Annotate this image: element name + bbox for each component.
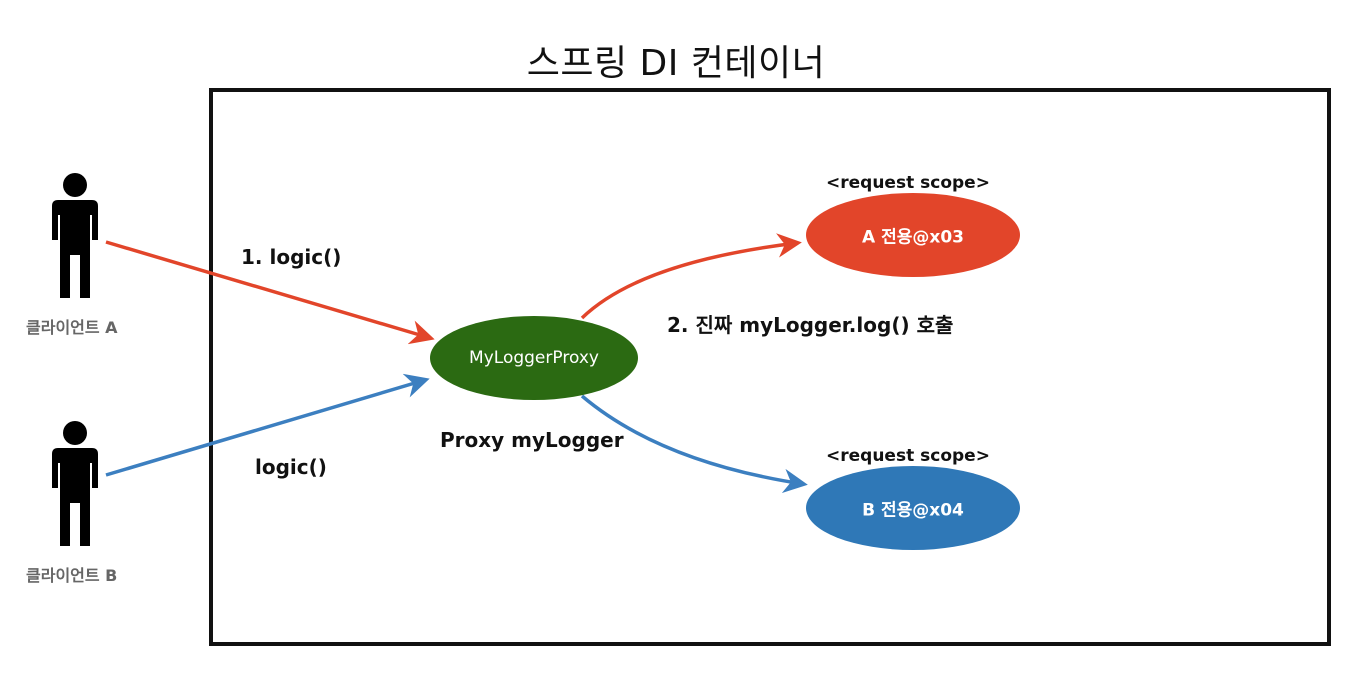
- arrow-proxy-to-bean-a: [580, 233, 802, 320]
- bean-a-node: [806, 193, 1020, 277]
- proxy-node-label: MyLoggerProxy: [469, 348, 599, 368]
- edge-label-client-a: 1. logic(): [241, 245, 342, 269]
- bean-b-scope: <request scope>: [826, 446, 990, 466]
- bean-b-node: [806, 466, 1020, 550]
- arrow-client-a-to-proxy: [105, 240, 435, 345]
- edge-label-client-b: logic(): [255, 455, 327, 479]
- person-icon: [52, 421, 98, 546]
- edge-label-delegate: 2. 진짜 myLogger.log() 호출: [667, 313, 954, 337]
- bean-a-scope: <request scope>: [826, 173, 990, 193]
- diagram-title: 스프링 DI 컨테이너: [526, 43, 826, 84]
- person-icon: [52, 173, 98, 298]
- arrow-client-b-to-proxy: [105, 373, 430, 477]
- arrow-proxy-to-bean-b: [580, 394, 808, 494]
- client-b-label: 클라이언트 B: [26, 566, 118, 585]
- bean-b-label: B 전용@x04: [862, 500, 964, 521]
- spring-di-container: [209, 88, 1331, 646]
- proxy-node: [430, 316, 638, 400]
- client-a-label: 클라이언트 A: [26, 318, 118, 337]
- bean-a-label: A 전용@x03: [862, 227, 964, 248]
- proxy-caption: Proxy myLogger: [440, 428, 624, 452]
